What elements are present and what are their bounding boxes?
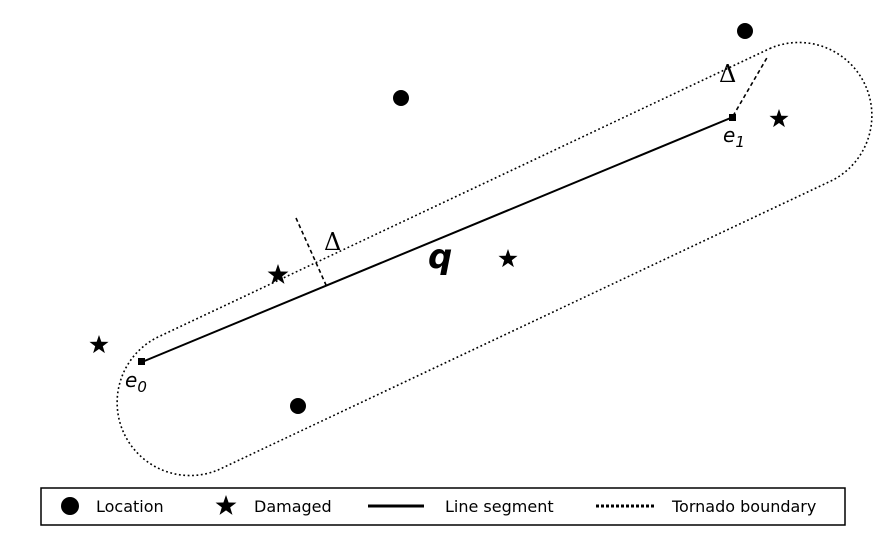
endpoint-e0-label: e0 [125, 368, 147, 396]
endpoint-e1-sub: 1 [735, 133, 745, 151]
segment-label-q: q [428, 237, 452, 277]
endpoint-e1-marker [729, 114, 736, 121]
endpoint-e0-main: e [125, 368, 137, 392]
endpoint-e0-sub: 0 [137, 378, 147, 396]
delta-label-left: Δ [324, 228, 341, 256]
location-point [290, 398, 306, 414]
legend-damaged-icon [215, 495, 237, 515]
tornado-boundary [116, 41, 873, 477]
endpoint-e0-marker [138, 358, 145, 365]
legend-damaged-label: Damaged [254, 497, 332, 516]
damaged-star [769, 109, 789, 128]
damaged-star [498, 249, 518, 268]
delta-distance-left [295, 217, 327, 286]
legend-line-segment-label: Line segment [445, 497, 554, 516]
delta-label-right: Δ [719, 60, 736, 88]
damaged-star [267, 264, 289, 284]
damaged-star [89, 335, 109, 354]
location-point [737, 23, 753, 39]
legend-box [40, 487, 846, 526]
legend: Location Damaged Line segment Tornado bo… [40, 487, 846, 526]
legend-tornado-boundary-label: Tornado boundary [671, 497, 816, 516]
delta-distance-right [732, 55, 769, 117]
endpoint-e1-main: e [723, 123, 735, 147]
endpoint-e1-label: e1 [723, 123, 745, 151]
legend-location-icon [61, 497, 79, 515]
legend-location-label: Location [96, 497, 164, 516]
line-segment-q [141, 116, 734, 363]
location-point [393, 90, 409, 106]
